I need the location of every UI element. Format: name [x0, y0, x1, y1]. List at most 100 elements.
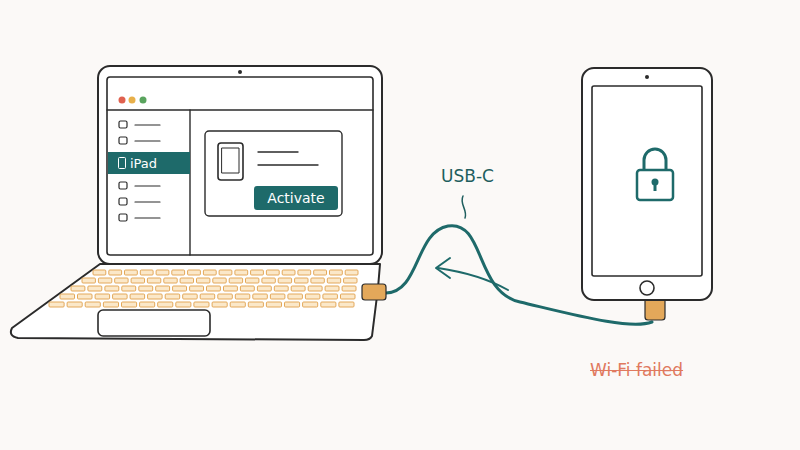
sidebar-item-selected: iPad	[108, 152, 190, 174]
activate-button: Activate	[254, 186, 338, 210]
panel-line	[258, 151, 298, 152]
device-panel	[205, 131, 342, 216]
key	[246, 278, 259, 283]
key	[327, 278, 340, 283]
key	[122, 302, 137, 307]
key	[224, 286, 238, 291]
key	[183, 294, 198, 299]
key	[158, 302, 173, 307]
laptop-lid	[98, 66, 382, 264]
key	[330, 270, 343, 275]
usb-c-plug	[362, 284, 386, 300]
node-text: Activate	[267, 190, 324, 206]
direction-arrow	[438, 268, 508, 290]
key	[314, 270, 327, 275]
ipad-camera	[645, 75, 649, 79]
key	[190, 286, 204, 291]
key	[173, 286, 187, 291]
window-dot	[119, 97, 126, 104]
key	[109, 270, 122, 275]
key	[176, 302, 191, 307]
trackpad	[98, 310, 210, 336]
key	[345, 270, 358, 275]
key	[266, 302, 281, 307]
key	[113, 294, 128, 299]
key	[266, 270, 279, 275]
key	[240, 286, 254, 291]
arrow-head	[436, 258, 450, 278]
key	[235, 270, 248, 275]
key	[229, 278, 242, 283]
key	[230, 302, 245, 307]
key	[235, 294, 250, 299]
key	[339, 302, 354, 307]
home-button	[640, 281, 654, 295]
key	[105, 286, 119, 291]
key	[344, 278, 357, 283]
key	[295, 278, 308, 283]
ipad-body	[582, 68, 712, 300]
key	[130, 294, 145, 299]
key	[103, 302, 118, 307]
key	[60, 294, 75, 299]
key	[253, 294, 267, 299]
key	[218, 294, 233, 299]
key	[325, 286, 339, 291]
key	[200, 294, 215, 299]
tablet-icon-screen	[222, 148, 239, 173]
window-dot	[129, 97, 136, 104]
key	[139, 286, 153, 291]
port-label: USB-C	[441, 166, 494, 186]
key	[203, 270, 216, 275]
key	[140, 270, 153, 275]
status-note: Wi-Fi failed	[590, 360, 683, 380]
key	[308, 286, 322, 291]
key	[270, 294, 285, 299]
titlebar-line	[107, 109, 373, 110]
key	[165, 294, 180, 299]
webcam	[238, 70, 242, 74]
key	[147, 278, 160, 283]
key	[311, 278, 324, 283]
key	[172, 270, 185, 275]
panel-line	[258, 164, 318, 165]
key	[164, 278, 177, 283]
key	[303, 302, 318, 307]
key	[95, 294, 110, 299]
key	[156, 286, 170, 291]
key	[212, 302, 227, 307]
key	[219, 270, 232, 275]
key	[278, 278, 291, 283]
key	[194, 302, 209, 307]
keyboard	[49, 270, 358, 307]
key	[248, 302, 263, 307]
key	[282, 270, 295, 275]
key	[285, 302, 300, 307]
window-dot	[140, 97, 147, 104]
key	[207, 286, 221, 291]
ipad-screen	[592, 86, 702, 276]
key	[188, 270, 201, 275]
laptop-screen	[107, 77, 373, 255]
usb-c-plug	[645, 298, 665, 320]
leader-line	[462, 196, 466, 218]
key	[321, 302, 336, 307]
key	[125, 270, 138, 275]
key	[342, 286, 356, 291]
key	[180, 278, 193, 283]
key	[122, 286, 136, 291]
key	[71, 286, 85, 291]
key	[115, 278, 128, 283]
key	[78, 294, 93, 299]
lock-keyhole	[654, 183, 657, 191]
key	[305, 294, 320, 299]
key	[257, 286, 271, 291]
lock-shackle	[644, 149, 666, 170]
key	[251, 270, 264, 275]
lock-body	[637, 170, 673, 200]
key	[291, 286, 305, 291]
sidebar-divider	[189, 110, 190, 255]
tablet-glyph	[118, 157, 126, 169]
key	[148, 294, 163, 299]
